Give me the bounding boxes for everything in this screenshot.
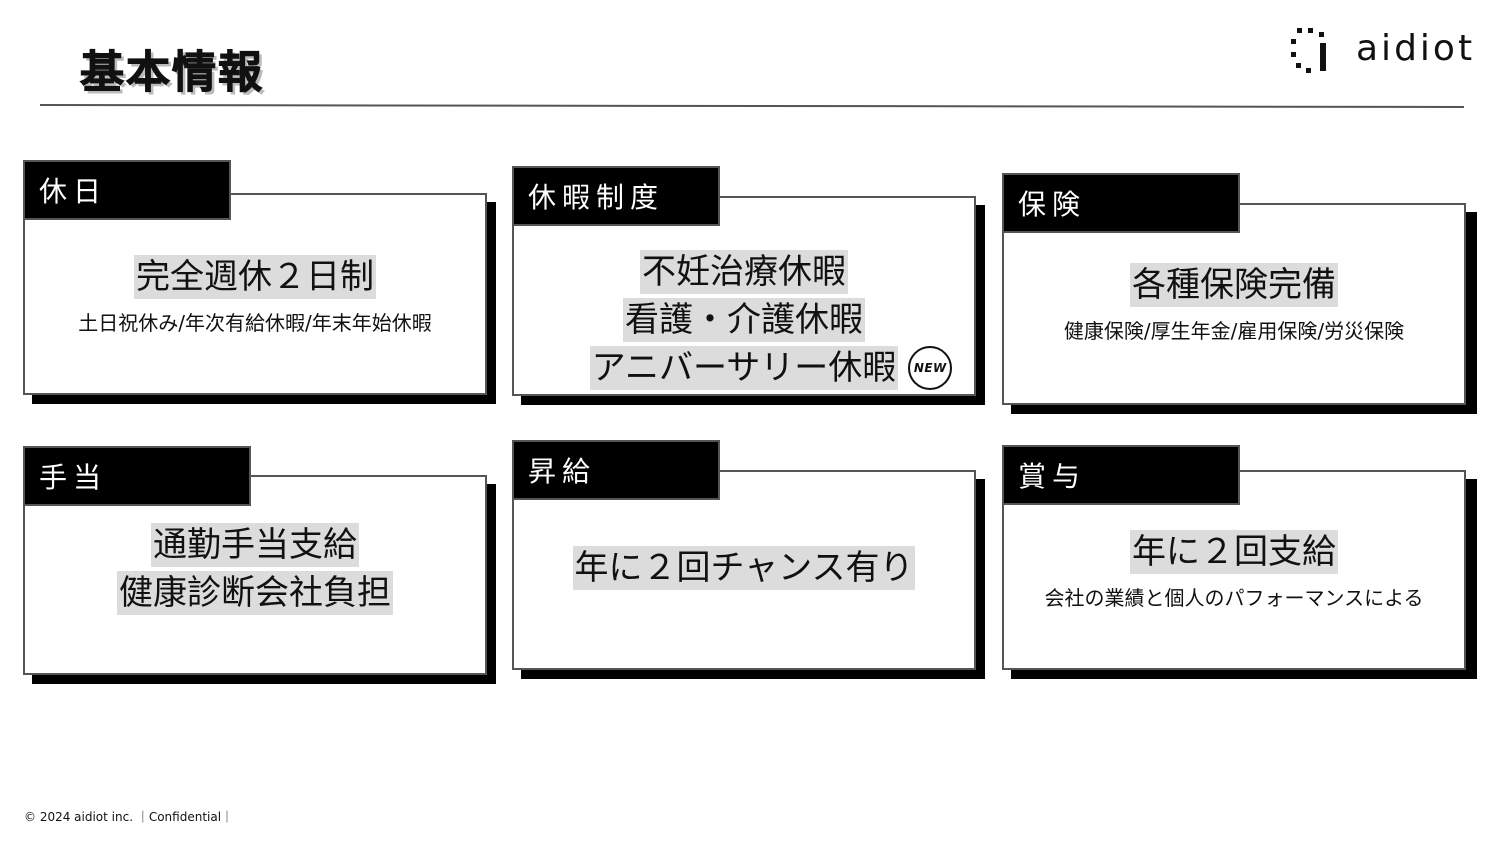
leave-item: アニバーサリー休暇	[589, 346, 899, 390]
page-title: 基本情報	[80, 47, 264, 99]
leave-tag: 休暇制度	[512, 166, 720, 226]
allowance-tag: 手当	[23, 446, 251, 506]
holidays-tag: 休日	[23, 160, 231, 220]
holidays-detail: 土日祝休み/年次有給休暇/年末年始休暇	[78, 311, 432, 335]
allowance-item: 通勤手当支給	[151, 523, 359, 567]
bonus-headline: 年に２回支給	[1130, 530, 1338, 574]
leave-list: 不妊治療休暇 看護・介護休暇 アニバーサリー休暇 NEW	[536, 250, 953, 390]
bonus-detail: 会社の業績と個人のパフォーマンスによる	[1044, 586, 1424, 610]
insurance-detail: 健康保険/厚生年金/雇用保険/労災保険	[1063, 319, 1405, 343]
allowance-list: 通勤手当支給 健康診断会社負担	[117, 523, 393, 615]
leave-item: 看護・介護休暇	[622, 298, 865, 342]
insurance-headline: 各種保険完備	[1130, 263, 1338, 307]
raise-headline: 年に２回チャンス有り	[572, 546, 916, 590]
insurance-tag: 保険	[1002, 173, 1240, 233]
company-logo: aidiot	[1290, 26, 1472, 74]
leave-item: 不妊治療休暇	[639, 250, 848, 294]
bonus-tag: 賞与	[1002, 445, 1240, 505]
logo-wordmark: aidiot	[1356, 28, 1476, 69]
title-divider	[39, 104, 1464, 108]
new-badge: NEW	[908, 346, 953, 390]
allowance-item: 健康診断会社負担	[117, 571, 393, 615]
logo-mark-icon	[1291, 28, 1326, 73]
raise-tag: 昇給	[512, 440, 720, 500]
holidays-headline: 完全週休２日制	[134, 255, 376, 299]
footer-copyright: © 2024 aidiot inc. ｜Confidential｜	[24, 810, 234, 824]
